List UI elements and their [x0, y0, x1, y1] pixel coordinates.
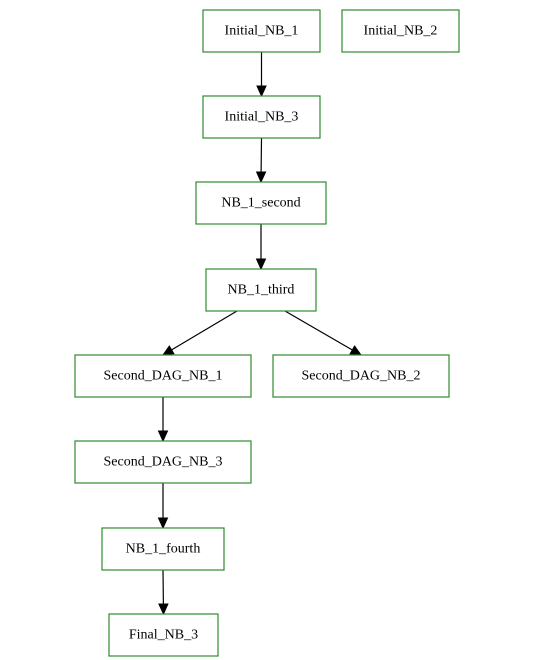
arrowhead-icon — [161, 345, 175, 356]
edge-second_dag_nb_1-to-second_dag_nb_3 — [157, 397, 169, 443]
node-nb_1_third: NB_1_third — [205, 268, 317, 312]
arrowhead-icon — [255, 171, 267, 184]
node-label: Second_DAG_NB_1 — [104, 369, 223, 384]
edge-nb_1_third-to-second_dag_nb_1 — [161, 310, 238, 356]
node-label: NB_1_third — [228, 283, 295, 298]
node-initial_nb_2: Initial_NB_2 — [341, 9, 460, 53]
node-label: Initial_NB_2 — [364, 24, 438, 39]
node-second_dag_nb_2: Second_DAG_NB_2 — [272, 354, 450, 398]
node-label: NB_1_fourth — [126, 542, 201, 557]
node-nb_1_second: NB_1_second — [195, 181, 327, 225]
edge-initial_nb_3-to-nb_1_second — [255, 137, 267, 184]
edge-nb_1_second-to-nb_1_third — [255, 224, 267, 271]
node-box — [101, 527, 225, 571]
edge-line — [284, 310, 353, 351]
node-initial_nb_1: Initial_NB_1 — [202, 9, 321, 53]
node-nb_1_fourth: NB_1_fourth — [101, 527, 225, 571]
edge-nb_1_fourth-to-final_nb_3 — [158, 569, 169, 616]
edge-second_dag_nb_3-to-nb_1_fourth — [157, 483, 169, 530]
arrowhead-icon — [256, 85, 267, 98]
edge-line — [171, 310, 238, 351]
node-box — [74, 440, 252, 484]
node-box — [195, 181, 327, 225]
node-second_dag_nb_1: Second_DAG_NB_1 — [74, 354, 252, 398]
arrowhead-icon — [157, 517, 169, 530]
edges-layer — [157, 52, 363, 616]
node-box — [341, 9, 460, 53]
node-second_dag_nb_3: Second_DAG_NB_3 — [74, 440, 252, 484]
edge-nb_1_third-to-second_dag_nb_2 — [284, 310, 363, 356]
node-box — [272, 354, 450, 398]
arrowhead-icon — [255, 258, 267, 271]
node-label: Second_DAG_NB_2 — [302, 369, 421, 384]
node-initial_nb_3: Initial_NB_3 — [202, 95, 321, 139]
node-box — [108, 613, 219, 657]
node-label: Second_DAG_NB_3 — [104, 455, 223, 470]
node-label: Initial_NB_3 — [225, 110, 299, 125]
node-box — [202, 95, 321, 139]
arrowhead-icon — [158, 603, 169, 616]
nodes-layer: Initial_NB_1 Initial_NB_2Initial_NB_3NB_1… — [74, 9, 460, 657]
node-box — [205, 268, 317, 312]
node-box — [202, 9, 321, 53]
edge-initial_nb_1-to-initial_nb_3 — [256, 52, 267, 98]
node-box — [74, 354, 252, 398]
node-label: Final_NB_3 — [129, 628, 198, 643]
arrowhead-icon — [349, 345, 363, 356]
node-final_nb_3: Final_NB_3 — [108, 613, 219, 657]
node-label: Initial_NB_1 — [225, 24, 299, 39]
node-label: NB_1_second — [221, 196, 300, 211]
arrowhead-icon — [157, 430, 169, 443]
